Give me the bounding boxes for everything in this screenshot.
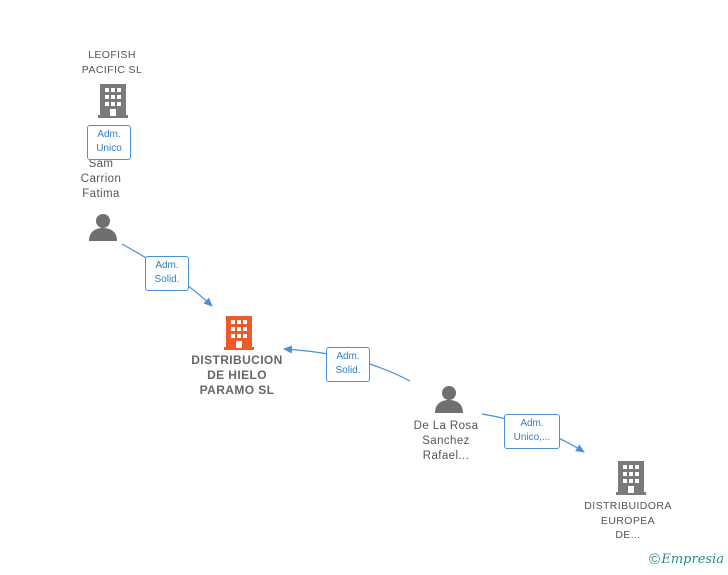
person-icon[interactable] bbox=[435, 386, 463, 413]
edge-label-sam-distribucion[interactable]: Adm. Solid. bbox=[145, 256, 189, 291]
building-icon[interactable] bbox=[98, 84, 128, 118]
person-icon[interactable] bbox=[89, 214, 117, 241]
node-label-line: Sanchez bbox=[422, 435, 470, 447]
edge-label-line: Solid. bbox=[335, 365, 361, 376]
edge-label-line: Adm. bbox=[155, 260, 179, 271]
building-icon[interactable] bbox=[616, 461, 646, 495]
node-europea-label[interactable]: DISTRIBUIDORA EUROPEA DE... bbox=[584, 499, 671, 543]
node-label-line: DISTRIBUCION bbox=[191, 353, 283, 367]
edge-label-delarosa-distribucion[interactable]: Adm. Solid. bbox=[326, 347, 370, 382]
building-icon[interactable] bbox=[224, 316, 254, 350]
node-label-line: LEOFISH bbox=[88, 49, 136, 61]
copyright-icon: © bbox=[648, 551, 660, 568]
node-delarosa-label[interactable]: De La Rosa Sanchez Rafael... bbox=[414, 419, 479, 464]
node-sam-label[interactable]: Sam Carrion Fatima bbox=[81, 157, 122, 202]
node-leofish-label[interactable]: LEOFISH PACIFIC SL bbox=[82, 48, 142, 77]
edge-label-line: Unico,... bbox=[513, 432, 551, 443]
node-label-line: PACIFIC SL bbox=[81, 63, 143, 76]
node-distribucion-label[interactable]: DISTRIBUCION DE HIELO PARAMO SL bbox=[191, 353, 282, 398]
node-label-line: DISTRIBUIDORA bbox=[584, 500, 672, 512]
edge-label-line: Unico bbox=[96, 143, 122, 154]
edge-label-line: Solid. bbox=[154, 274, 180, 285]
edge-label-line: Adm. bbox=[520, 418, 544, 429]
brand-logo[interactable]: Empresia bbox=[661, 552, 724, 567]
footer: © Empresia bbox=[634, 551, 724, 569]
node-label-line: PARAMO SL bbox=[199, 383, 275, 397]
edge-label-delarosa-europea[interactable]: Adm. Unico,... bbox=[504, 414, 560, 449]
node-label-line: DE... bbox=[615, 529, 641, 541]
node-label-line: Fatima bbox=[82, 188, 120, 200]
node-label-line: De La Rosa bbox=[413, 420, 479, 432]
edge-label-line: Adm. bbox=[336, 351, 360, 362]
edge-label-sam-leofish[interactable]: Adm. Unico bbox=[87, 125, 131, 160]
node-label-line: Sam bbox=[88, 158, 114, 170]
node-label-line: Rafael... bbox=[422, 450, 470, 462]
node-label-line: DE HIELO bbox=[207, 368, 267, 382]
node-label-line: Carrion bbox=[80, 173, 122, 185]
edge-label-line: Adm. bbox=[97, 129, 121, 140]
node-label-line: EUROPEA bbox=[600, 514, 656, 527]
